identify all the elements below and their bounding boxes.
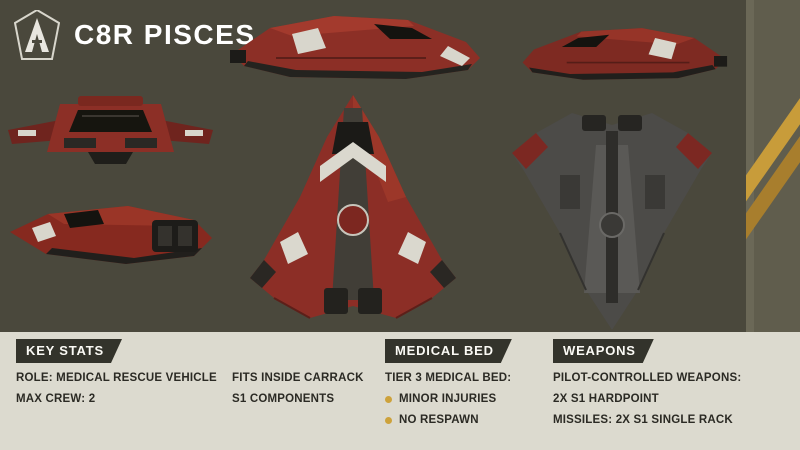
ship-opposite-side-profile-view: [522, 28, 728, 80]
ship-top-view: [250, 95, 456, 319]
medical-bed-header-badge: MEDICAL BED: [385, 339, 512, 363]
stat-line-missiles: MISSILES: 2X S1 SINGLE RACK: [553, 414, 733, 426]
decorative-side-strip: [746, 0, 800, 332]
strip-inner-edge: [746, 0, 754, 332]
stat-line-role: ROLE: MEDICAL RESCUE VEHICLE: [16, 372, 217, 384]
brand-header: C8R PISCES: [14, 10, 256, 60]
bullet-label-no-respawn: NO RESPAWN: [399, 414, 479, 426]
stat-line-hardpoint: 2X S1 HARDPOINT: [553, 393, 659, 405]
weapons-details: PILOT-CONTROLLED WEAPONS: 2X S1 HARDPOIN…: [553, 368, 741, 431]
key-stats-header-label: KEY STATS: [26, 343, 104, 358]
bottom-section: KEY STATS ROLE: MEDICAL RESCUE VEHICLE M…: [0, 332, 800, 450]
stat-line-max-crew: MAX CREW: 2: [16, 393, 96, 405]
key-stats-column-1: ROLE: MEDICAL RESCUE VEHICLE MAX CREW: 2: [16, 368, 217, 410]
medical-bullet-item: NO RESPAWN: [385, 410, 511, 431]
top-section: C8R PISCES: [0, 0, 800, 332]
anvil-aerospace-logo: [14, 10, 60, 60]
stat-line-tier: TIER 3 MEDICAL BED:: [385, 372, 512, 384]
weapons-header-badge: WEAPONS: [553, 339, 654, 363]
key-stats-column-2: FITS INSIDE CARRACK S1 COMPONENTS: [232, 368, 364, 410]
stat-line-fits-inside: FITS INSIDE CARRACK: [232, 372, 364, 384]
medical-bed-details: TIER 3 MEDICAL BED: MINOR INJURIES NO RE…: [385, 368, 511, 431]
stat-line-pilot-weapons: PILOT-CONTROLLED WEAPONS:: [553, 372, 742, 384]
medical-bullet-item: MINOR INJURIES: [385, 389, 511, 410]
medical-bed-header-label: MEDICAL BED: [395, 343, 494, 358]
ship-rear-quarter-view: [10, 206, 212, 264]
key-stats-header-badge: KEY STATS: [16, 339, 122, 363]
bullet-dot-icon: [385, 396, 392, 403]
bullet-label-minor-injuries: MINOR INJURIES: [399, 393, 497, 405]
ship-front-view: [8, 96, 213, 164]
page-title: C8R PISCES: [74, 19, 256, 50]
weapons-header-label: WEAPONS: [563, 343, 636, 358]
stat-line-components: S1 COMPONENTS: [232, 393, 335, 405]
ship-bottom-view: [512, 113, 712, 330]
bullet-dot-icon: [385, 417, 392, 424]
ship-side-profile-view: [230, 16, 480, 79]
